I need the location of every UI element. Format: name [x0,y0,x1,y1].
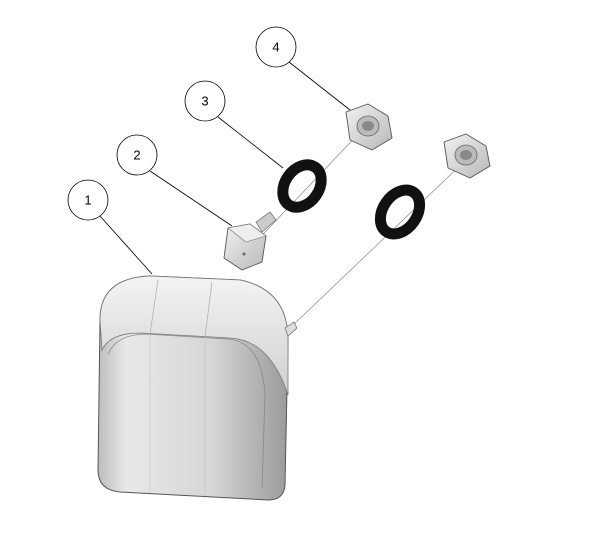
axis-lines [249,125,469,329]
balloon-label: 2 [133,148,140,163]
housing-part [97,275,298,501]
balloon-2: 2 [116,134,233,227]
balloon-label: 3 [201,94,208,109]
balloon-4: 4 [255,26,351,111]
hex-nut-part [345,103,491,179]
balloon-1: 1 [67,179,153,275]
washer-part [277,159,426,240]
balloon-label: 4 [272,40,279,55]
balloon-3: 3 [184,80,284,169]
hex-plug-part [223,211,277,271]
balloon-label: 1 [84,193,91,208]
